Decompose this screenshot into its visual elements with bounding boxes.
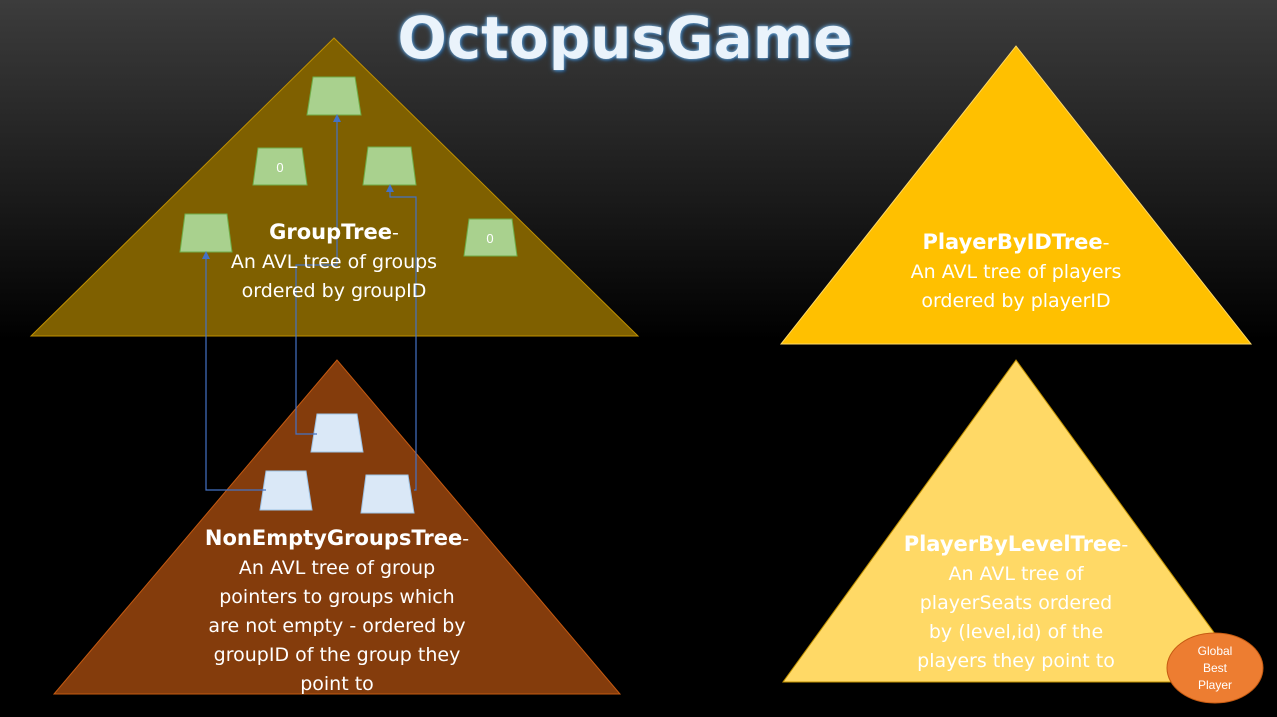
player-by-level-tree-triangle bbox=[782, 359, 1251, 683]
global-best-player-line: Player bbox=[1197, 678, 1232, 692]
group-tree-dash: - bbox=[392, 222, 399, 244]
non-empty-groups-tree-desc-line: groupID of the group they bbox=[213, 644, 461, 666]
group-tree-node-left bbox=[179, 213, 233, 253]
non-empty-groups-tree-triangle bbox=[52, 359, 622, 695]
non-empty-groups-tree-desc-line: pointers to groups which bbox=[219, 586, 455, 608]
global-best-player-line: Global bbox=[1197, 644, 1233, 658]
player-by-level-tree-desc-line: by (level,id) of the bbox=[928, 621, 1104, 643]
non-empty-groups-tree-name: NonEmptyGroupsTree bbox=[204, 526, 463, 550]
global-best-player-line: Best bbox=[1202, 661, 1227, 675]
player-by-level-tree-name: PlayerByLevelTree bbox=[903, 532, 1122, 556]
player-by-id-tree-triangle bbox=[779, 45, 1253, 345]
non-empty-groups-tree-dash: - bbox=[462, 528, 470, 550]
group-tree-name: GroupTree bbox=[269, 220, 392, 244]
pointer-arrow-right bbox=[386, 184, 417, 491]
non-empty-node-left bbox=[259, 470, 313, 511]
group-tree-node-empty-left bbox=[252, 147, 308, 186]
pointer-arrow-root bbox=[295, 114, 341, 435]
group-tree-node-root bbox=[306, 76, 362, 116]
player-by-id-tree-label: PlayerByIDTree- An AVL tree of players o… bbox=[866, 228, 1166, 316]
non-empty-node-right bbox=[360, 474, 415, 514]
player-by-id-tree-dash: - bbox=[1102, 232, 1110, 254]
page-title: OctopusGame bbox=[397, 4, 853, 72]
group-tree-node-mid-right bbox=[362, 146, 417, 186]
non-empty-node-root bbox=[310, 413, 364, 453]
non-empty-groups-tree-desc-line: An AVL tree of group bbox=[238, 557, 436, 579]
player-by-level-tree-desc-line: An AVL tree of bbox=[948, 563, 1084, 585]
group-tree-desc-line: ordered by groupID bbox=[241, 280, 427, 302]
non-empty-groups-tree-label: NonEmptyGroupsTree- An AVL tree of group… bbox=[187, 524, 487, 699]
global-best-player-label: Global Best Player bbox=[1175, 643, 1255, 694]
player-by-level-tree-desc-line: players they point to bbox=[917, 650, 1115, 672]
player-by-id-tree-desc-line: ordered by playerID bbox=[921, 290, 1111, 312]
non-empty-groups-tree-desc-line: point to bbox=[300, 673, 374, 695]
group-tree-desc-line: An AVL tree of groups bbox=[230, 251, 438, 273]
group-tree-triangle bbox=[29, 37, 640, 337]
player-by-level-tree-dash: - bbox=[1121, 534, 1129, 556]
group-node-empty-count: 0 bbox=[276, 160, 284, 175]
player-by-level-tree-desc-line: playerSeats ordered bbox=[919, 592, 1113, 614]
group-tree-node-empty-right bbox=[463, 218, 518, 257]
player-by-id-tree-name: PlayerByIDTree bbox=[922, 230, 1103, 254]
group-node-empty-count: 0 bbox=[486, 231, 494, 246]
player-by-id-tree-desc-line: An AVL tree of players bbox=[910, 261, 1122, 283]
group-tree-label: GroupTree- An AVL tree of groups ordered… bbox=[184, 218, 484, 306]
non-empty-groups-tree-desc-line: are not empty - ordered by bbox=[208, 615, 466, 637]
global-best-player-badge bbox=[1166, 632, 1264, 704]
player-by-level-tree-label: PlayerByLevelTree- An AVL tree of player… bbox=[866, 530, 1166, 676]
pointer-arrow-left bbox=[202, 251, 266, 491]
